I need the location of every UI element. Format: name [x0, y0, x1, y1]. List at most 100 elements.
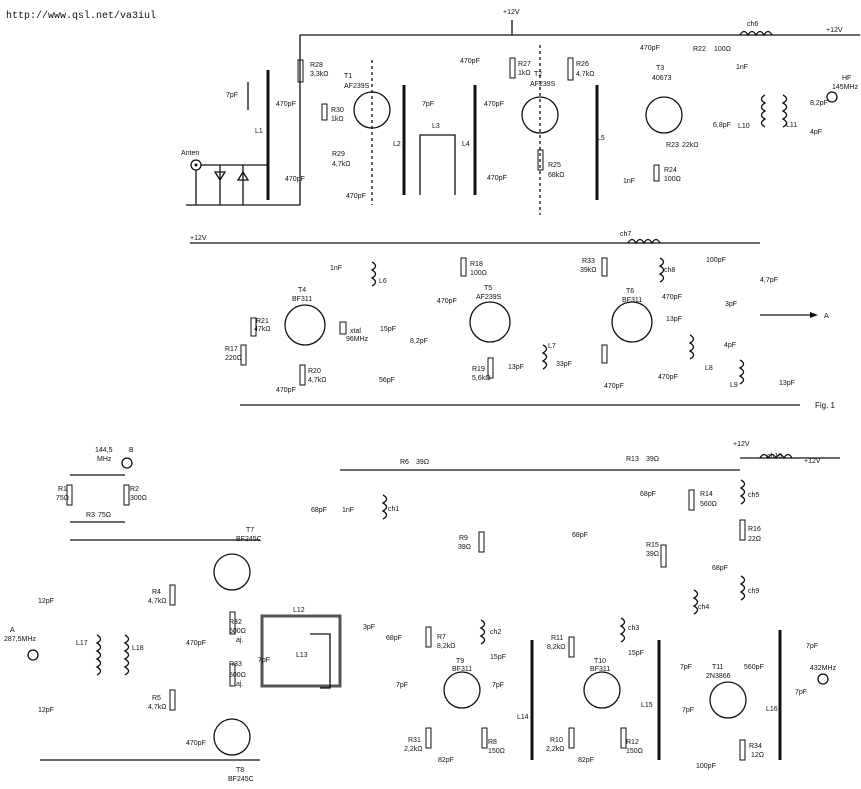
- c-470pf-d: 470pF: [460, 58, 480, 65]
- ch5-choke: [739, 479, 746, 505]
- c-3pf-b: 3pF: [363, 624, 375, 631]
- T6-type: BF311: [622, 297, 642, 304]
- R26-resistor: [567, 57, 574, 81]
- c-560pf: 560pF: [744, 664, 764, 671]
- R21-ref: R21: [256, 318, 269, 325]
- c-4pf-b: 4pF: [724, 342, 736, 349]
- c-470pf-j: 470pF: [604, 383, 624, 390]
- c-470pf-n: 470pF: [186, 740, 206, 747]
- L3-coil: [419, 134, 456, 195]
- ch9-choke: [739, 575, 746, 601]
- c-8-2pf: 8,2pF: [810, 100, 828, 107]
- ch5-label: ch5: [748, 492, 759, 499]
- R20-resistor: [299, 364, 306, 386]
- T9-ref: T9: [456, 658, 464, 665]
- bottom-right-supply-label: +12V: [804, 458, 821, 465]
- R22-val: 100Ω: [714, 46, 731, 53]
- R14-resistor: [688, 489, 695, 511]
- R21-resistor: [250, 317, 257, 337]
- c-3pf-a: 3pF: [725, 301, 737, 308]
- R18-ref: R18: [470, 261, 483, 268]
- R7-resistor: [425, 626, 432, 648]
- L5-label: L5: [597, 135, 605, 142]
- R5-resistor: [169, 689, 176, 711]
- T4-transistor: [284, 304, 326, 346]
- top-supply-label: +12V: [503, 9, 520, 16]
- R23-label: R23: [666, 142, 679, 149]
- R26-val: 4,7kΩ: [576, 71, 594, 78]
- R28-val: 3,3kΩ: [310, 71, 328, 78]
- c-1nf-d: 1nF: [342, 507, 354, 514]
- ch6-choke: [739, 30, 773, 37]
- L9-label: L9: [730, 382, 738, 389]
- hf-out-label: HF: [842, 75, 851, 82]
- R17-ref: R17: [225, 346, 238, 353]
- port-b-connector[interactable]: [121, 457, 133, 469]
- hf-out-freq: 145MHz: [832, 84, 859, 91]
- T7-ref: T7: [246, 527, 254, 534]
- T5-transistor: [469, 301, 511, 343]
- port-a-in-connector[interactable]: [27, 649, 39, 661]
- R31-val: 2,2kΩ: [404, 746, 422, 753]
- R34-ref: R34: [749, 743, 762, 750]
- R12-resistor: [620, 727, 627, 749]
- c-1nf-a: 1nF: [623, 178, 635, 185]
- L8-coil: [688, 334, 695, 360]
- top-right-supply-label: +12V: [826, 27, 843, 34]
- figure-label: Fig. 1: [815, 401, 836, 410]
- out-432-connector[interactable]: [817, 673, 829, 685]
- c-7pf-c: 7pF: [258, 657, 270, 664]
- c-470pf-m: 470pF: [186, 640, 206, 647]
- mid-supply-label: +12V: [190, 235, 207, 242]
- c-56pf: 56pF: [379, 377, 395, 384]
- R8-val: 150Ω: [488, 748, 505, 755]
- ch1-choke: [381, 494, 388, 520]
- R33-aj: aj.: [236, 681, 243, 688]
- L9-coil: [738, 359, 745, 385]
- ch10-label: ch10: [767, 453, 782, 460]
- R27-ref: R27: [518, 61, 531, 68]
- c-470r: 470pF: [658, 374, 678, 381]
- R18-val: 100Ω: [470, 270, 487, 277]
- c-470pf-f: 470pF: [487, 175, 507, 182]
- c-470pf-b: 470pF: [285, 176, 305, 183]
- R18-resistor: [460, 257, 467, 277]
- R36-resistor: [601, 344, 608, 364]
- L8-label: L8: [705, 365, 713, 372]
- T2-transistor: [521, 96, 559, 134]
- c-7pf-b: 7pF: [422, 101, 434, 108]
- L7-label: L7: [548, 343, 556, 350]
- c-470pf-k: 470pF: [662, 294, 682, 301]
- R30-resistor: [321, 103, 328, 121]
- R24-resistor: [653, 164, 660, 182]
- R14-val: 560Ω: [700, 501, 717, 508]
- hf-out-connector[interactable]: [826, 91, 838, 103]
- R21-val: 47kΩ: [254, 326, 271, 333]
- ch7-label: ch7: [620, 231, 631, 238]
- port-b-label: B: [129, 447, 134, 454]
- R13-val: 39Ω: [646, 456, 659, 463]
- ch10-choke: [759, 453, 793, 460]
- R10-resistor: [568, 727, 575, 749]
- R9-val: 39Ω: [458, 544, 471, 551]
- R25-ref: R25: [548, 162, 561, 169]
- R1-resistor: [66, 484, 73, 506]
- port-a-in-freq: 287,5MHz: [4, 636, 36, 643]
- T10-ref: T10: [594, 658, 606, 665]
- R12-val: 150Ω: [626, 748, 643, 755]
- ch3-label: ch3: [628, 625, 639, 632]
- T5-type: AF239S: [476, 294, 502, 301]
- R32-pot: [229, 611, 236, 635]
- R3-ref: R3: [86, 512, 95, 519]
- c-13pf-a: 13pF: [508, 364, 524, 371]
- R13-label: R13: [626, 456, 639, 463]
- T10-transistor: [583, 671, 621, 709]
- R4-ref: R4: [152, 589, 161, 596]
- R32-aj: aj.: [236, 637, 243, 644]
- R8-ref: R8: [488, 739, 497, 746]
- c-13pf-b: 13pF: [666, 316, 682, 323]
- R30-ref: R30: [331, 107, 344, 114]
- R28-ref: R28: [310, 62, 323, 69]
- T9-transistor: [443, 671, 481, 709]
